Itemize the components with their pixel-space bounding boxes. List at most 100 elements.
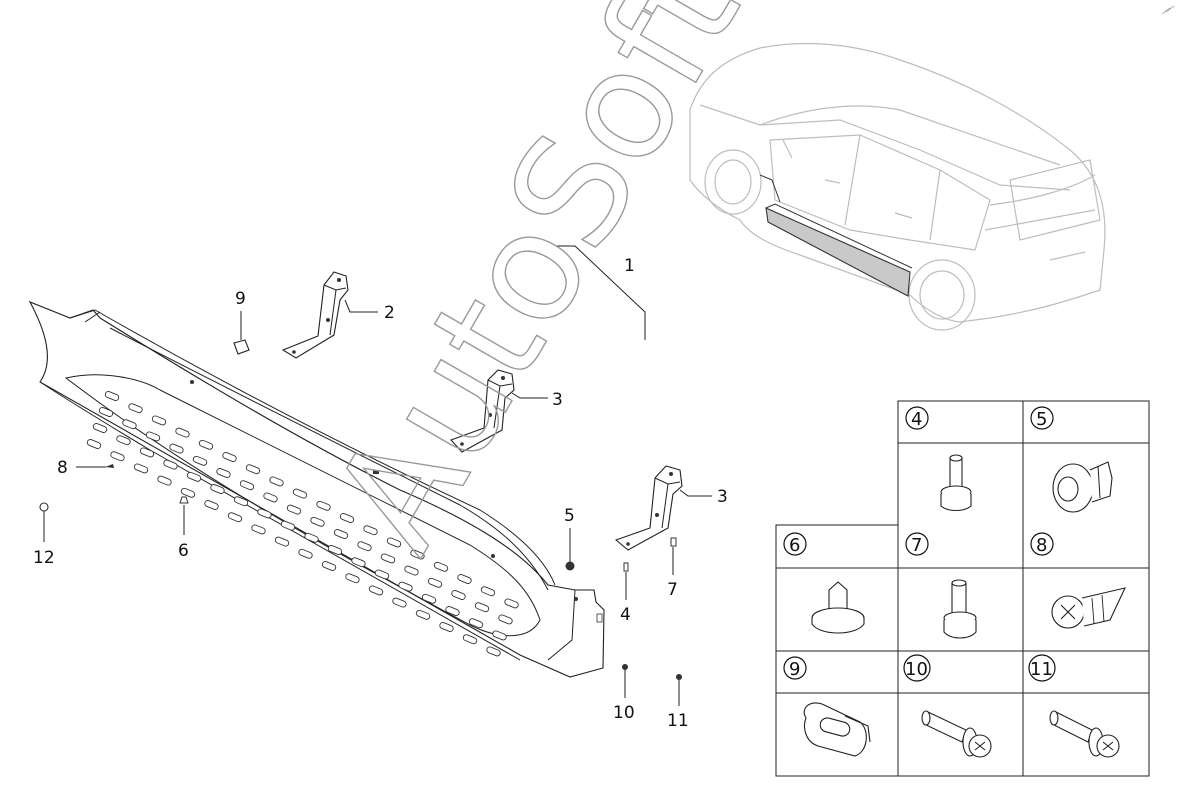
tread-slot [274, 536, 290, 547]
tread-slot [128, 403, 143, 414]
tread-slot [486, 646, 501, 657]
tread-slot [239, 480, 255, 491]
fastener-10 [622, 664, 628, 670]
tread-slot [139, 447, 155, 458]
nut-clip-icon [1052, 461, 1113, 513]
tread-slot [286, 504, 302, 515]
tread-slot [175, 427, 190, 438]
tread-slot [198, 439, 214, 450]
fastener-12 [39, 502, 49, 512]
leader-lines [43, 245, 712, 706]
tread-slot [457, 574, 472, 584]
tread-slot [210, 484, 225, 494]
legend-num-9: 9 [789, 659, 800, 680]
fastener-6 [179, 496, 189, 504]
tread-slot [351, 557, 366, 568]
legend-num-11: 11 [1030, 659, 1053, 680]
clip-9 [233, 339, 250, 355]
legend-cell-6: 6 [783, 532, 865, 634]
tread-slot [468, 618, 484, 629]
tread-slot [392, 597, 407, 608]
callout-3-lower: 3 [717, 487, 728, 507]
tread-slot [357, 541, 372, 552]
callout-11: 11 [667, 711, 689, 731]
tread-slot [421, 593, 437, 604]
fastener-7 [670, 537, 677, 547]
tread-slot [263, 492, 278, 503]
tread-slot [133, 463, 149, 474]
tread-slot [151, 415, 167, 426]
tread-slot [233, 496, 249, 507]
vehicle-silhouette [689, 42, 1106, 331]
tread-slot [316, 500, 331, 511]
bolt-icon [1049, 710, 1120, 758]
tread-slot [327, 545, 343, 555]
tread-slot [310, 516, 325, 527]
legend-num-8: 8 [1036, 535, 1047, 556]
tread-slot [498, 614, 513, 625]
legend-cell-10: 10 [903, 654, 992, 758]
tread-slot [298, 548, 313, 559]
tread-slot [363, 525, 378, 536]
fastener-4 [623, 562, 629, 572]
tread-slot [92, 423, 108, 433]
bolt-icon [940, 454, 972, 512]
tread-slot [480, 586, 496, 597]
callout-4: 4 [620, 605, 631, 625]
tread-slot [192, 455, 208, 466]
bracket-3-lower [614, 465, 683, 551]
fastener-11 [676, 674, 682, 680]
tread-slot [110, 451, 125, 462]
tread-slot [245, 464, 261, 475]
bracket-2 [281, 271, 349, 359]
tread-slot [410, 549, 425, 560]
legend-cell-4: 4 [905, 406, 972, 512]
tread-slot [492, 630, 507, 641]
legend-num-6: 6 [789, 535, 800, 556]
callout-5: 5 [564, 506, 575, 526]
callout-6: 6 [178, 541, 189, 561]
tread-slot [462, 634, 478, 645]
tread-slot [427, 577, 443, 588]
tread-slot [104, 391, 120, 401]
tread-slot [116, 435, 131, 446]
callout-2: 2 [384, 303, 395, 323]
callout-10: 10 [613, 703, 635, 723]
fastener-8 [105, 464, 114, 468]
screw-icon [1051, 587, 1126, 629]
tread-slot [321, 561, 337, 571]
legend-num-5: 5 [1036, 409, 1047, 430]
tread-slot [157, 475, 172, 486]
callout-8: 8 [57, 458, 68, 478]
tread-slot [386, 537, 402, 548]
tread-slot [451, 590, 466, 600]
fastener-5 [565, 561, 575, 571]
callout-9: 9 [235, 289, 246, 309]
legend-num-7: 7 [911, 535, 922, 556]
tread-slot [163, 459, 178, 470]
tread-slot [333, 529, 349, 539]
tread-slot [169, 443, 184, 454]
callout-3-upper: 3 [552, 390, 563, 410]
legend-cell-11: 11 [1028, 654, 1120, 758]
callout-12: 12 [33, 548, 55, 568]
tread-slot [292, 488, 308, 499]
tread-slot [415, 609, 431, 620]
tread-slot [445, 606, 460, 616]
legend-cell-8: 8 [1030, 532, 1126, 629]
tread-slot [257, 508, 272, 519]
tread-slot [504, 598, 519, 609]
tread-slot [216, 468, 231, 478]
tread-slot [368, 585, 384, 596]
legend-cell-5: 5 [1030, 406, 1113, 513]
tread-slot [251, 524, 266, 535]
tread-slot [122, 419, 137, 430]
tread-slot [269, 476, 284, 487]
tread-slot [98, 407, 114, 417]
tread-slot [280, 520, 296, 531]
tread-slot [439, 622, 454, 632]
legend-num-10: 10 [905, 659, 928, 680]
legend-cell-9: 9 [783, 656, 871, 757]
tread-slot [339, 513, 355, 523]
